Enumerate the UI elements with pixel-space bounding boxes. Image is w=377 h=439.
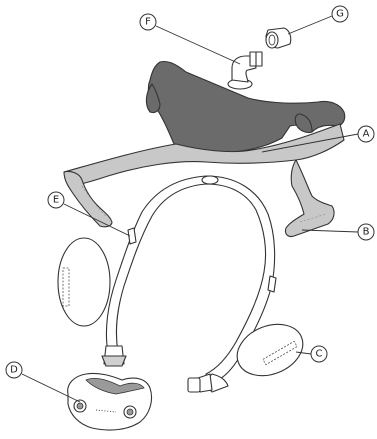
headgear-right-strap — [284, 159, 335, 238]
frame-right-connector — [197, 373, 213, 393]
callout-c-label: C — [316, 349, 323, 360]
leader-f — [155, 25, 241, 65]
callout-f: F — [139, 13, 157, 31]
callout-e-label: E — [53, 195, 59, 206]
swivel-inner — [268, 34, 276, 46]
callout-a: A — [357, 125, 375, 143]
pad-right-outline — [236, 323, 304, 377]
nasal-cushion — [67, 372, 153, 431]
pad-left-stripe — [62, 267, 70, 307]
callout-f-label: F — [145, 17, 151, 28]
leader-d — [21, 373, 81, 403]
headgear-stitching — [81, 185, 327, 223]
leader-e — [63, 203, 131, 237]
headgear-crown-tab-right — [294, 113, 313, 134]
callout-d: D — [5, 361, 23, 379]
pad-left-outline — [57, 237, 111, 327]
spare-pad-left — [57, 237, 111, 327]
frame-side-clip-right — [267, 275, 277, 293]
callout-g-label: G — [336, 9, 344, 20]
callout-e: E — [47, 191, 65, 209]
leader-c — [295, 351, 312, 355]
frame-right-connector-collar — [187, 377, 201, 393]
leader-b — [301, 229, 359, 233]
callouts: A B C D E F G — [5, 5, 375, 379]
callout-c: C — [310, 345, 328, 363]
cushion-vent — [95, 409, 117, 413]
swivel-ring — [265, 27, 292, 49]
callout-b: B — [357, 223, 375, 241]
mask-frame — [101, 175, 277, 393]
cushion-top-shade — [85, 378, 145, 395]
frame-side-clip-left — [127, 227, 137, 245]
elbow-connector — [227, 51, 263, 90]
leader-a — [261, 133, 359, 153]
headgear-left-strap — [63, 170, 113, 228]
headgear — [63, 60, 346, 238]
callout-d-label: D — [10, 365, 18, 376]
leader-g — [287, 15, 333, 35]
headgear-lower-band — [63, 123, 345, 187]
pad-right-stripe — [262, 340, 298, 366]
frame-left-cuff — [101, 355, 127, 367]
callout-a-label: A — [363, 129, 370, 140]
swivel-opening — [265, 31, 279, 49]
callout-g: G — [331, 5, 349, 23]
frame-top-slot — [201, 175, 219, 185]
callout-b-label: B — [363, 227, 370, 238]
spare-pad-right — [236, 323, 304, 377]
cushion-port-right-inner — [126, 408, 134, 416]
cushion-port-left-inner — [76, 402, 84, 410]
leader-lines — [21, 15, 359, 403]
headgear-crown-tab-left — [145, 83, 161, 114]
